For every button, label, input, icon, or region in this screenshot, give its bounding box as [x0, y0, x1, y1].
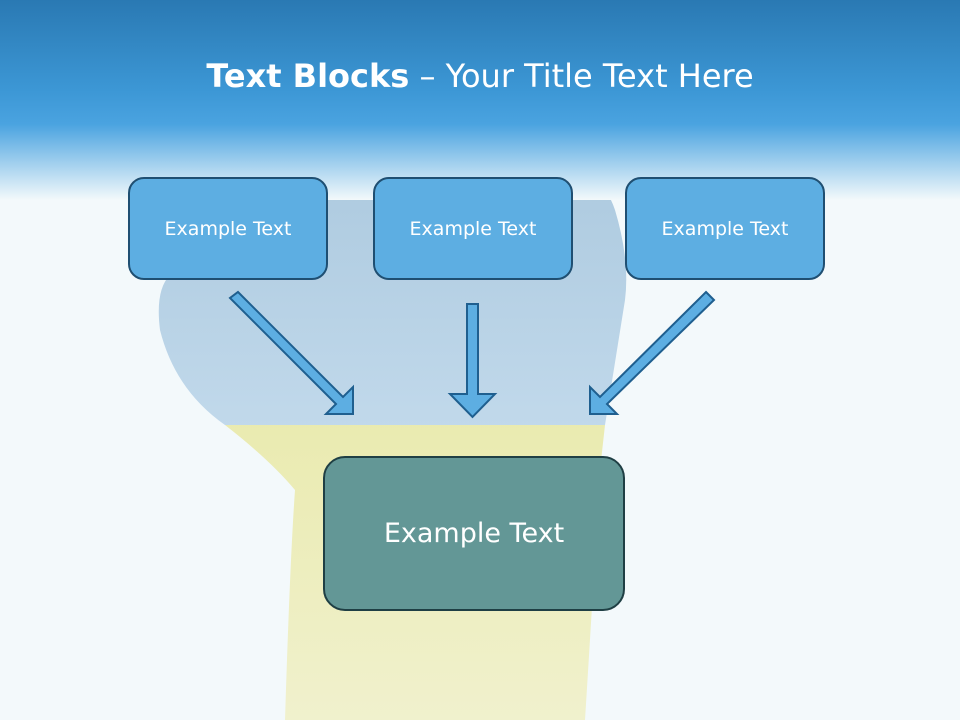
title-dash: –	[409, 57, 446, 95]
text-block-1-label: Example Text	[164, 217, 292, 240]
slide-title: Text Blocks – Your Title Text Here	[0, 52, 960, 100]
arrow-center	[447, 303, 498, 419]
text-block-2: Example Text	[373, 177, 573, 280]
title-rest: Your Title Text Here	[445, 57, 754, 95]
text-block-3-label: Example Text	[661, 217, 789, 240]
title-banner	[0, 0, 960, 200]
text-block-3: Example Text	[625, 177, 825, 280]
text-block-1: Example Text	[128, 177, 328, 280]
title-bold: Text Blocks	[206, 57, 410, 95]
arrow-left	[228, 290, 354, 415]
result-block: Example Text	[323, 456, 625, 611]
result-block-label: Example Text	[383, 518, 565, 549]
arrow-right	[589, 290, 716, 415]
text-block-2-label: Example Text	[409, 217, 537, 240]
